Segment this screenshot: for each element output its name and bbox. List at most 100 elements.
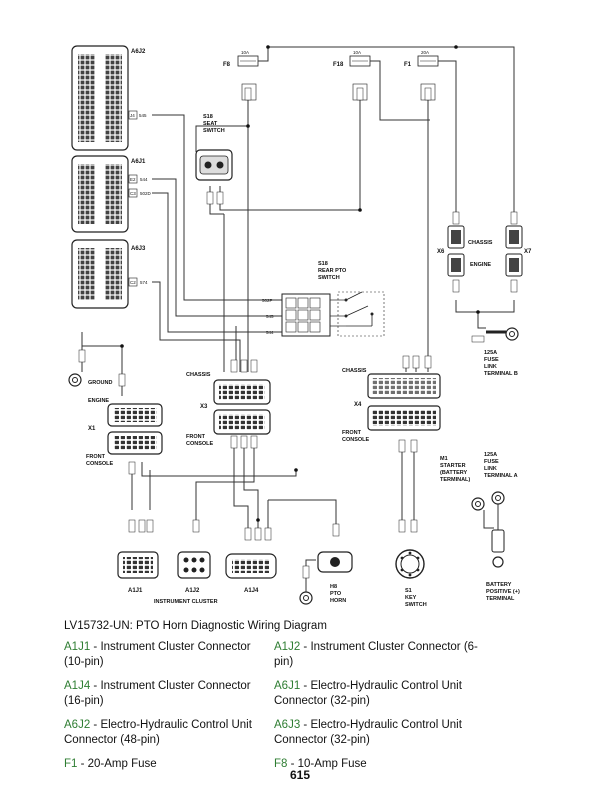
label-a1j4: A1J4 bbox=[244, 588, 259, 594]
fuse-link-a-line2: LINK bbox=[484, 466, 497, 472]
legend-code[interactable]: A1J1 bbox=[64, 641, 91, 653]
junction-dots bbox=[120, 45, 480, 522]
pin-c2: C2 bbox=[130, 280, 136, 285]
wire-544: 544 bbox=[140, 177, 148, 182]
battery-line1: BATTERY bbox=[486, 582, 512, 588]
legend-item: A1J2 - Instrument Cluster Connector (6-p… bbox=[274, 640, 480, 670]
fuse-link-b-line2: LINK bbox=[484, 364, 497, 370]
fuse-link-b-line3: TERMINAL B bbox=[484, 371, 518, 377]
connector-a6j2: A6J2 bbox=[71, 45, 146, 151]
label-x7: X7 bbox=[524, 249, 532, 255]
fuse-link-a-line1: FUSE bbox=[484, 459, 499, 465]
ground-label: GROUND bbox=[88, 380, 112, 386]
key-switch-id: S1 bbox=[405, 588, 412, 594]
x4-front-label: FRONT bbox=[342, 430, 362, 436]
fuse-link-b-rating: 125A bbox=[484, 350, 497, 356]
ground-terminal: GROUND bbox=[68, 362, 112, 387]
legend-code[interactable]: A6J1 bbox=[274, 680, 301, 692]
battery-terminal: BATTERY POSITIVE (+) TERMINAL bbox=[486, 529, 520, 602]
fuse-link-a-line3: TERMINAL A bbox=[484, 473, 518, 479]
fuse-f18-label: F18 bbox=[333, 62, 344, 68]
label-a1j2: A1J2 bbox=[185, 588, 200, 594]
seat-switch: S18 SEAT SWITCH bbox=[195, 114, 233, 181]
pin-j4: J4 bbox=[130, 113, 135, 118]
legend-item: A1J4 - Instrument Cluster Connector (16-… bbox=[64, 679, 270, 709]
x3-front-label: FRONT bbox=[186, 434, 206, 440]
legend-item: A6J2 - Electro-Hydraulic Control Unit Co… bbox=[64, 718, 270, 748]
page-number: 615 bbox=[289, 768, 311, 782]
legend-code[interactable]: A1J2 bbox=[274, 641, 301, 653]
legend-code[interactable]: A6J3 bbox=[274, 719, 301, 731]
x4-console-label: CONSOLE bbox=[342, 437, 370, 443]
legend-text: - Electro-Hydraulic Control Unit Connect… bbox=[274, 680, 462, 707]
legend-text: - 20-Amp Fuse bbox=[77, 758, 157, 770]
connector-a1j2: A1J2 bbox=[177, 551, 211, 594]
x1-engine-label: ENGINE bbox=[88, 398, 109, 404]
horn-line1: PTO bbox=[330, 591, 342, 597]
seat-switch-label-2: SWITCH bbox=[203, 128, 225, 134]
starter-terminal: M1 STARTER (BATTERY TERMINAL) bbox=[440, 456, 485, 511]
x1-front-label: FRONT bbox=[86, 454, 106, 460]
label-a6j2: A6J2 bbox=[131, 49, 146, 55]
label-x4: X4 bbox=[354, 402, 362, 408]
fuse-f1: 20A F1 bbox=[404, 50, 439, 101]
fuse-f1-rating: 20A bbox=[421, 50, 429, 55]
wire-545: 545 bbox=[139, 113, 147, 118]
starter-line2: (BATTERY bbox=[440, 470, 468, 476]
legend-item: A1J1 - Instrument Cluster Connector (10-… bbox=[64, 640, 270, 670]
key-switch-line2: SWITCH bbox=[405, 602, 427, 608]
x4-chassis-label: CHASSIS bbox=[342, 368, 367, 374]
key-switch-line1: KEY bbox=[405, 595, 417, 601]
figure-caption: LV15732-UN: PTO Horn Diagnostic Wiring D… bbox=[64, 620, 327, 632]
label-a6j1: A6J1 bbox=[131, 159, 146, 165]
wire-harness bbox=[81, 46, 515, 580]
fuse-f18-rating: 10A bbox=[353, 50, 361, 55]
legend-code[interactable]: F1 bbox=[64, 758, 78, 770]
fuse-f1-label: F1 bbox=[404, 62, 412, 68]
label-x6: X6 bbox=[437, 249, 445, 255]
legend-item: A6J1 - Electro-Hydraulic Control Unit Co… bbox=[274, 679, 480, 709]
starter-line1: STARTER bbox=[440, 463, 466, 469]
connector-x1: ENGINE X1 FRONT CONSOLE bbox=[86, 398, 163, 467]
fuse-link-terminal-a: 125A FUSE LINK TERMINAL A bbox=[484, 452, 518, 505]
connector-x6: X6 bbox=[437, 225, 465, 277]
fuse-f8-rating: 10A bbox=[241, 50, 249, 55]
connector-x7: X7 bbox=[505, 225, 532, 277]
rear-pto-label-1: REAR PTO bbox=[318, 268, 347, 274]
label-x1: X1 bbox=[88, 426, 96, 432]
connector-a6j3: A6J3 bbox=[71, 239, 146, 309]
starter-id: M1 bbox=[440, 456, 448, 462]
horn-id: H8 bbox=[330, 584, 337, 590]
instrument-cluster-label: INSTRUMENT CLUSTER bbox=[154, 599, 218, 605]
legend-text: - Electro-Hydraulic Control Unit Connect… bbox=[64, 719, 252, 746]
battery-line3: TERMINAL bbox=[486, 596, 515, 602]
rear-pto-switch: S18 REAR PTO SWITCH 502F 545 544 bbox=[262, 261, 385, 337]
legend-code[interactable]: F8 bbox=[274, 758, 288, 770]
legend-code[interactable]: A6J2 bbox=[64, 719, 91, 731]
pto-horn-wiring-diagram: A6J2 A6J1 A6J3 J4 545 E2 544 C3 502D C2 … bbox=[68, 45, 532, 608]
legend-text: - Electro-Hydraulic Control Unit Connect… bbox=[274, 719, 462, 746]
battery-line2: POSITIVE (+) bbox=[486, 589, 520, 595]
legend-text: - 10-Amp Fuse bbox=[287, 758, 367, 770]
seat-switch-label-1: SEAT bbox=[203, 121, 218, 127]
rear-pto-label-2: SWITCH bbox=[318, 275, 340, 281]
legend-item: F8 - 10-Amp Fuse bbox=[274, 757, 480, 772]
wire-tags bbox=[78, 87, 518, 579]
connector-x3: CHASSIS X3 FRONT CONSOLE bbox=[186, 372, 271, 447]
rear-pto-id: S18 bbox=[318, 261, 328, 267]
fuse-link-terminal-b: 125A FUSE LINK TERMINAL B bbox=[484, 327, 519, 377]
label-a1j1: A1J1 bbox=[128, 588, 143, 594]
fuse-link-a-rating: 125A bbox=[484, 452, 497, 458]
label-x3: X3 bbox=[200, 404, 208, 410]
ehcu-pin-tags: J4 545 E2 544 C3 502D C2 574 bbox=[128, 110, 152, 287]
connector-a1j4: A1J4 bbox=[225, 553, 277, 594]
legend-text: - Instrument Cluster Connector (16-pin) bbox=[64, 680, 251, 707]
x3-chassis-label: CHASSIS bbox=[186, 372, 211, 378]
legend-item: F1 - 20-Amp Fuse bbox=[64, 757, 270, 772]
x1-console-label: CONSOLE bbox=[86, 461, 114, 467]
fuse-f18: 10A F18 bbox=[333, 50, 371, 101]
legend-code[interactable]: A1J4 bbox=[64, 680, 91, 692]
wire-544-pto: 544 bbox=[266, 330, 274, 335]
fuse-f8-label: F8 bbox=[223, 62, 231, 68]
x6x7-engine-label: ENGINE bbox=[470, 262, 491, 268]
